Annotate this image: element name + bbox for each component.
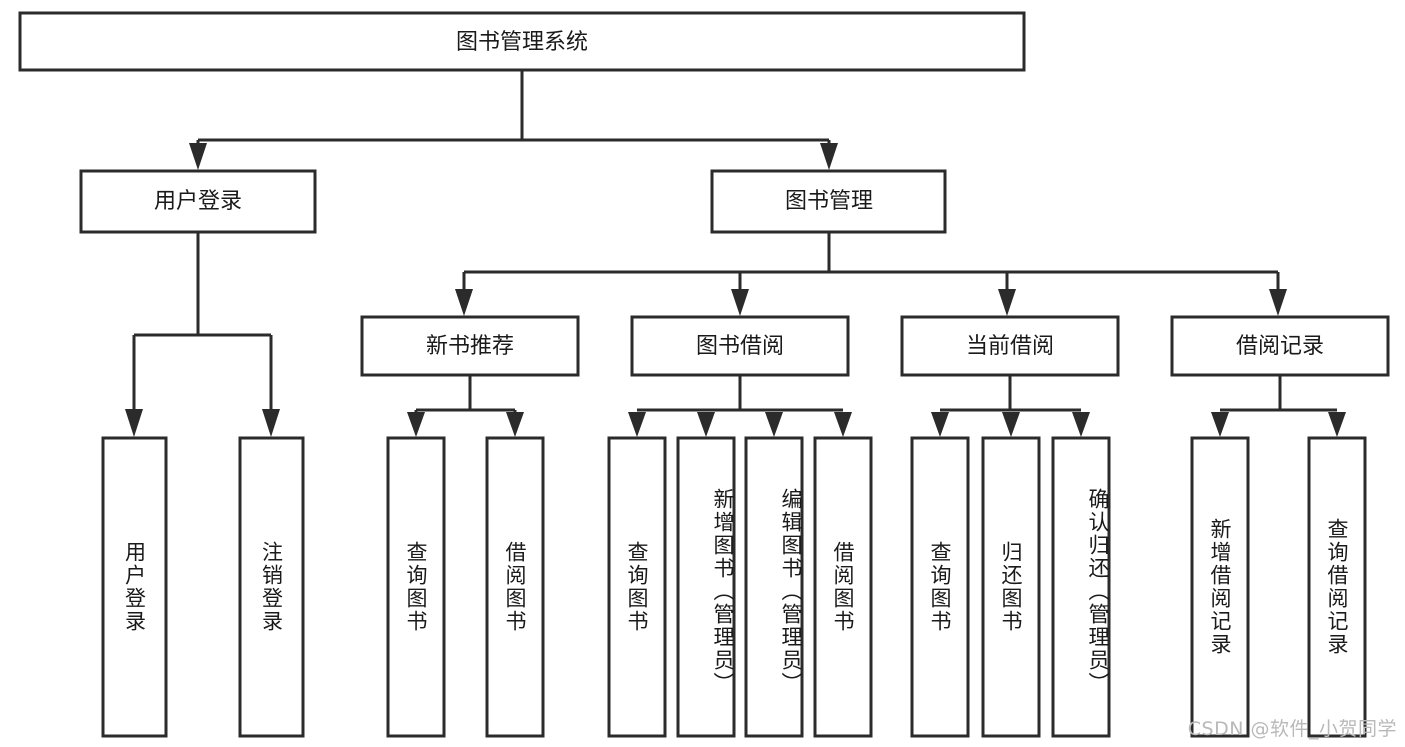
node-user-login[interactable]: 用户登录 — [79, 169, 317, 234]
arrow-head-new-book-rec — [455, 289, 473, 316]
node-root[interactable]: 图书管理系统 — [18, 11, 1026, 72]
node-borrow-record-label: 借阅记录 — [1236, 334, 1324, 359]
arrow-head-leaf-user-logout — [262, 409, 280, 437]
leaf-box-borrow-add[interactable] — [676, 436, 736, 738]
arrow-head-leaf-borrow-query — [628, 412, 646, 437]
node-current-borrow-label: 当前借阅 — [966, 334, 1054, 359]
arrow-head-user-login — [189, 143, 207, 170]
arrow-head-book-borrow — [731, 289, 749, 316]
node-borrow-record-box[interactable] — [1170, 315, 1390, 377]
node-book-borrow-box[interactable] — [630, 315, 850, 377]
node-user-login-box[interactable] — [79, 169, 317, 234]
node-new-book-rec-box[interactable] — [360, 315, 580, 377]
node-new-book-rec-label: 新书推荐 — [426, 334, 514, 359]
leaf-box-user-logout[interactable] — [238, 436, 305, 738]
leaf-box-rec-add[interactable] — [1190, 436, 1250, 738]
arrow-head-borrow-record — [1269, 289, 1287, 316]
connectors-root-to-level2 — [189, 70, 838, 170]
leaf-box-cur-query[interactable] — [910, 436, 970, 738]
node-root-label: 图书管理系统 — [456, 30, 588, 55]
leaf-boxes — [101, 436, 1367, 738]
node-book-borrow-label: 图书借阅 — [696, 334, 784, 359]
node-current-borrow[interactable]: 当前借阅 — [900, 315, 1120, 377]
connectors-book-borrow-to-leaves — [628, 375, 852, 437]
arrow-head-leaf-cur-confirm — [1072, 412, 1090, 437]
leaf-box-cur-return[interactable] — [981, 436, 1041, 738]
csdn-watermark: CSDN @软件_小贺同学 — [1187, 718, 1397, 740]
arrow-head-leaf-rec-query — [407, 412, 425, 437]
arrow-head-current-borrow — [998, 289, 1016, 316]
node-current-borrow-box[interactable] — [900, 315, 1120, 377]
node-borrow-record[interactable]: 借阅记录 — [1170, 315, 1390, 377]
node-book-manage-box[interactable] — [710, 169, 947, 234]
node-book-manage[interactable]: 图书管理 — [710, 169, 947, 234]
connectors-book-manage-to-level3 — [455, 232, 1287, 316]
leaf-box-rec-borrow[interactable] — [485, 436, 545, 738]
arrow-head-leaf-rec-add — [1211, 412, 1229, 437]
node-user-login-label: 用户登录 — [154, 189, 242, 214]
leaf-box-user-login[interactable] — [101, 436, 168, 738]
arrow-head-leaf-cur-query — [931, 412, 949, 437]
leaf-box-borrow-do[interactable] — [813, 436, 873, 738]
leaf-box-borrow-query[interactable] — [607, 436, 667, 738]
arrow-head-leaf-borrow-do — [834, 412, 852, 437]
leaf-box-rec-query[interactable] — [386, 436, 446, 738]
arrow-head-leaf-borrow-edit — [765, 412, 783, 437]
leaf-box-borrow-edit[interactable] — [744, 436, 804, 738]
arrow-head-leaf-borrow-add — [697, 412, 715, 437]
arrow-head-leaf-user-login — [125, 409, 143, 437]
arrow-head-leaf-rec-borrow — [506, 412, 524, 437]
arrow-head-leaf-rec-search — [1328, 412, 1346, 437]
node-book-borrow[interactable]: 图书借阅 — [630, 315, 850, 377]
connectors-borrow-record-to-leaves — [1211, 375, 1346, 437]
node-root-box[interactable] — [18, 11, 1026, 72]
connectors-user-login-to-leaves — [125, 232, 280, 437]
connectors-current-borrow-to-leaves — [931, 375, 1090, 437]
leaf-box-rec-search[interactable] — [1307, 436, 1367, 738]
arrow-head-leaf-cur-return — [1002, 412, 1020, 437]
node-new-book-rec[interactable]: 新书推荐 — [360, 315, 580, 377]
node-book-manage-label: 图书管理 — [785, 189, 873, 214]
leaf-box-cur-confirm[interactable] — [1051, 436, 1111, 738]
arrow-head-book-manage — [820, 143, 838, 170]
connectors-new-book-rec-to-leaves — [407, 375, 524, 437]
